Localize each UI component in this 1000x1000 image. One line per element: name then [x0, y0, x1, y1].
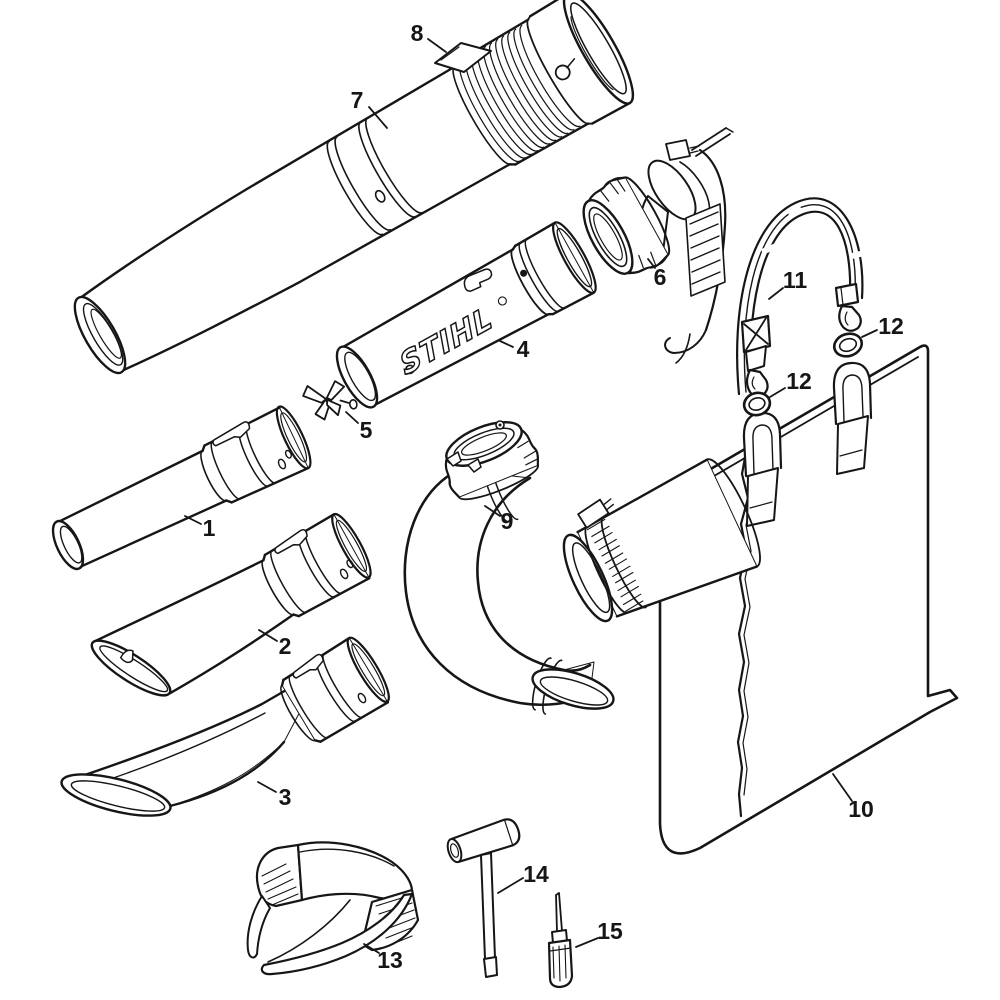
leader-blower-tube	[368, 106, 388, 129]
screwdriver	[547, 892, 574, 989]
leader-spring-clip	[345, 411, 359, 424]
callout-6-ring-nut: 6	[654, 264, 667, 290]
bag-hanger-loop-left	[742, 411, 783, 527]
callout-7-blower-tube: 7	[351, 87, 364, 113]
leader-shoulder-strap	[768, 287, 784, 300]
flat-nozzle	[90, 512, 372, 697]
inlet-clamp-icon	[577, 498, 647, 614]
safety-glasses	[246, 841, 420, 976]
callout-4-stihl-tube: 4	[517, 336, 530, 362]
leader-stihl-tube	[499, 340, 514, 348]
leader-curved-nozzle	[257, 781, 277, 793]
leader-ring-nut	[647, 258, 656, 269]
callout-15-screwdriver: 15	[597, 918, 623, 944]
callout-14-t-wrench: 14	[523, 861, 549, 887]
shoulder-strap	[736, 197, 865, 398]
leader-flat-nozzle	[258, 629, 278, 642]
spring-clip	[302, 380, 358, 421]
round-nozzle	[51, 405, 312, 571]
callout-12-o-ring-left: 12	[786, 368, 812, 394]
elbow-collar	[444, 421, 540, 501]
callout-12-o-ring-right: 12	[878, 313, 904, 339]
strap-hook-right-icon	[834, 282, 862, 332]
callout-13-safety-glasses: 13	[377, 947, 403, 973]
callout-10-vacuum-bag: 10	[848, 796, 874, 822]
callout-9-elbow-tube: 9	[501, 508, 514, 534]
leader-safety-glasses	[363, 943, 380, 954]
callout-11-shoulder-strap: 11	[783, 267, 808, 293]
curved-nozzle	[60, 636, 390, 817]
o-ring-right	[832, 332, 864, 358]
leader-screwdriver	[575, 937, 599, 948]
elbow-tube	[403, 420, 615, 715]
t-wrench	[446, 818, 521, 978]
blower-tube	[73, 0, 635, 375]
callout-5-spring-clip: 5	[360, 417, 373, 443]
ring-nut	[582, 176, 671, 275]
callout-1-round-nozzle: 1	[203, 515, 216, 541]
stihl-tube: STIHL	[335, 221, 597, 409]
leader-round-nozzle	[184, 515, 202, 525]
strap-buckle-icon	[740, 314, 772, 372]
leader-vacuum-bag	[832, 773, 853, 802]
leader-elbow-tube	[484, 505, 501, 517]
leader-o-ring-right	[861, 329, 878, 338]
vacuum-bag	[562, 344, 959, 855]
leader-o-ring-left	[769, 387, 786, 398]
leader-label-sticker	[427, 38, 447, 53]
callout-3-curved-nozzle: 3	[279, 784, 292, 810]
callout-2-flat-nozzle: 2	[279, 633, 292, 659]
leader-t-wrench	[497, 877, 524, 894]
label-sticker	[434, 42, 492, 73]
callout-8-label-sticker: 8	[411, 20, 424, 46]
bag-hanger-loop-right	[832, 361, 873, 475]
bag-inlet-tube	[562, 458, 761, 623]
o-ring-left	[742, 391, 772, 417]
callout-layer: 8 7 6 4 5 11 12 12 1 9 2 3 10 13 14 15	[184, 20, 904, 973]
